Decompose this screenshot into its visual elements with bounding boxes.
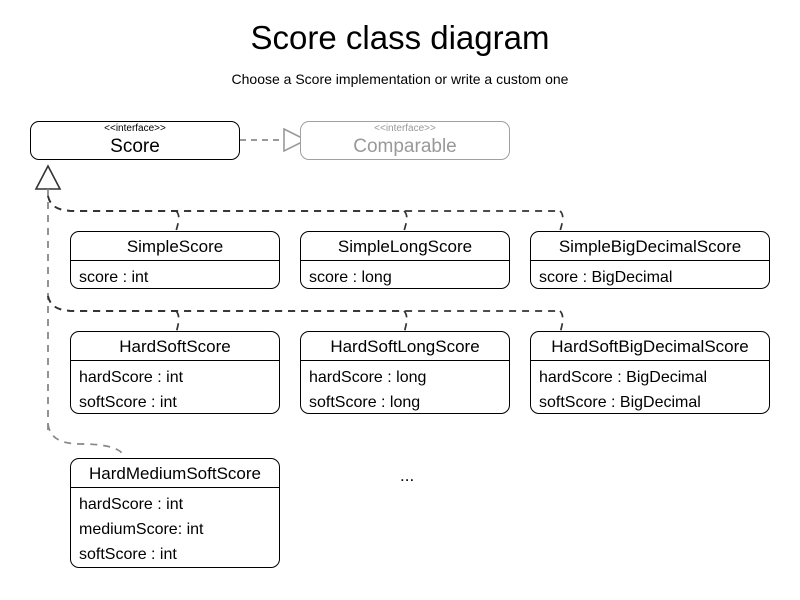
inheritance-triangle-icon bbox=[34, 164, 62, 190]
class-name-simple-big-decimal-score: SimpleBigDecimalScore bbox=[558, 236, 742, 256]
class-attributes: hardScore : int mediumScore: int softSco… bbox=[71, 488, 279, 567]
class-header: SimpleLongScore bbox=[301, 232, 509, 261]
class-name-hard-soft-score: HardSoftScore bbox=[119, 336, 231, 356]
class-node-hard-medium-soft-score[interactable]: HardMediumSoftScore hardScore : int medi… bbox=[70, 458, 280, 568]
edge-group-row1 bbox=[47, 195, 564, 232]
class-name-simple-long-score: SimpleLongScore bbox=[337, 236, 473, 256]
page-title: Score class diagram bbox=[250, 19, 550, 56]
class-name-simple-score: SimpleScore bbox=[126, 236, 224, 256]
attribute-row: hardScore : long bbox=[309, 369, 427, 386]
attribute-row: score : long bbox=[309, 269, 392, 286]
class-node-hard-soft-long-score[interactable]: HardSoftLongScore hardScore : long softS… bbox=[300, 331, 510, 414]
stereotype-label: <<interface>> bbox=[104, 122, 166, 134]
class-name-hard-medium-soft-score: HardMediumSoftScore bbox=[89, 463, 261, 483]
attribute-row: softScore : int bbox=[79, 394, 177, 411]
attribute-row: mediumScore: int bbox=[79, 521, 204, 538]
page-subtitle: Choose a Score implementation or write a… bbox=[231, 71, 569, 87]
class-attributes: score : BigDecimal bbox=[531, 261, 769, 288]
attribute-row: softScore : int bbox=[79, 546, 177, 563]
class-node-hard-soft-score[interactable]: HardSoftScore hardScore : int softScore … bbox=[70, 331, 280, 414]
class-header: HardSoftBigDecimalScore bbox=[531, 332, 769, 361]
edge-score-to-comparable bbox=[240, 127, 308, 153]
class-node-hard-soft-big-decimal-score[interactable]: HardSoftBigDecimalScore hardScore : BigD… bbox=[530, 331, 770, 414]
class-attributes: score : long bbox=[301, 261, 509, 288]
class-node-simple-long-score[interactable]: SimpleLongScore score : long bbox=[300, 231, 510, 289]
class-header: SimpleScore bbox=[71, 232, 279, 261]
class-attributes: hardScore : long softScore : long bbox=[301, 361, 509, 413]
interface-node-score[interactable]: <<interface>> Score bbox=[30, 121, 240, 160]
stereotype-label: <<interface>> bbox=[374, 122, 436, 134]
attribute-row: softScore : BigDecimal bbox=[539, 394, 701, 411]
class-node-simple-score[interactable]: SimpleScore score : int bbox=[70, 231, 280, 289]
class-header: SimpleBigDecimalScore bbox=[531, 232, 769, 261]
edge-group-row2 bbox=[47, 295, 564, 334]
class-header: HardSoftScore bbox=[71, 332, 279, 361]
class-header: HardMediumSoftScore bbox=[71, 459, 279, 488]
class-attributes: score : int bbox=[71, 261, 279, 288]
attribute-row: hardScore : BigDecimal bbox=[539, 369, 708, 386]
interface-name-comparable: Comparable bbox=[353, 135, 457, 157]
attribute-row: score : BigDecimal bbox=[539, 269, 673, 286]
class-node-simple-big-decimal-score[interactable]: SimpleBigDecimalScore score : BigDecimal bbox=[530, 231, 770, 289]
interface-name-score: Score bbox=[110, 135, 160, 157]
class-name-hard-soft-long-score: HardSoftLongScore bbox=[330, 336, 480, 356]
class-attributes: hardScore : BigDecimal softScore : BigDe… bbox=[531, 361, 769, 413]
interface-node-comparable[interactable]: <<interface>> Comparable bbox=[300, 121, 510, 160]
attribute-row: hardScore : int bbox=[79, 369, 184, 386]
class-attributes: hardScore : int softScore : int bbox=[71, 361, 279, 413]
attribute-row: softScore : long bbox=[309, 394, 421, 411]
attribute-row: hardScore : int bbox=[79, 496, 184, 513]
class-name-hard-soft-big-decimal-score: HardSoftBigDecimalScore bbox=[551, 336, 749, 356]
more-classes-ellipsis: ... bbox=[400, 466, 415, 485]
class-header: HardSoftLongScore bbox=[301, 332, 509, 361]
attribute-row: score : int bbox=[79, 269, 149, 286]
edge-to-hard-medium-soft-score bbox=[47, 423, 125, 459]
